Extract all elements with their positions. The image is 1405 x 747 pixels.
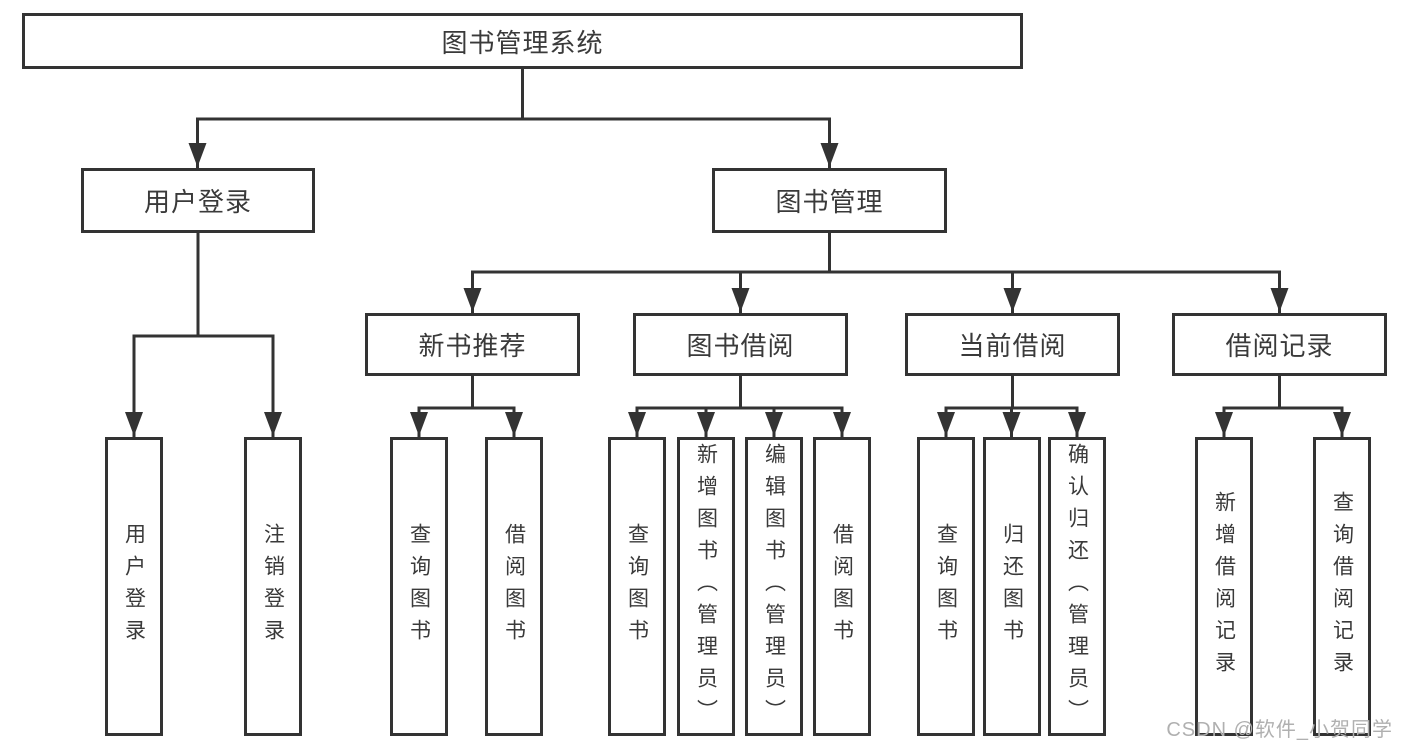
leaf-query-borrow-record: 查询借阅记录 xyxy=(1313,437,1371,736)
node-book-management-label: 图书管理 xyxy=(775,187,884,217)
arrowhead xyxy=(264,412,282,436)
leaf-add-book-admin-label: 新增图书（管理员） xyxy=(694,442,718,731)
leaf-add-borrow-record: 新增借阅记录 xyxy=(1195,437,1253,736)
arrowhead xyxy=(1215,412,1233,436)
arrowhead xyxy=(125,412,143,436)
leaf-borrow-books: 借阅图书 xyxy=(813,437,871,736)
leaf-add-borrow-record-label: 新增借阅记录 xyxy=(1212,490,1236,683)
connector-userlogin-to-leaves xyxy=(132,233,275,437)
node-root-label: 图书管理系统 xyxy=(441,27,604,58)
arrowhead xyxy=(697,412,715,436)
arrowhead xyxy=(188,143,207,167)
connector-root-to-level2 xyxy=(196,69,831,168)
connector-newbook-to-leaves xyxy=(417,376,516,437)
arrowhead xyxy=(765,412,783,436)
leaf-query-books-borrow-label: 查询图书 xyxy=(625,522,649,651)
csdn-watermark: CSDN @软件_小贺同学 xyxy=(1166,719,1393,741)
leaf-query-books-recommend: 查询图书 xyxy=(390,437,448,736)
node-new-book-recommend-label: 新书推荐 xyxy=(418,331,527,361)
node-borrow-records-label: 借阅记录 xyxy=(1225,331,1334,361)
connector-currentborrow-to-leaves xyxy=(944,376,1079,437)
arrowhead xyxy=(833,412,851,436)
connector-bookborrow-to-leaves xyxy=(635,376,844,437)
arrowhead xyxy=(628,412,646,436)
leaf-query-borrow-record-label: 查询借阅记录 xyxy=(1330,490,1354,683)
connector-borrowrecords-to-leaves xyxy=(1222,376,1344,437)
arrowhead xyxy=(1333,412,1351,436)
arrowhead xyxy=(731,288,750,312)
arrowhead xyxy=(463,288,482,312)
leaf-user-login-label: 用户登录 xyxy=(122,522,146,651)
leaf-query-books-borrow: 查询图书 xyxy=(608,437,666,736)
arrowhead xyxy=(410,412,428,436)
leaf-logout: 注销登录 xyxy=(244,437,302,736)
arrowhead xyxy=(505,412,523,436)
leaf-user-login: 用户登录 xyxy=(105,437,163,736)
leaf-return-book: 归还图书 xyxy=(983,437,1041,736)
arrowhead xyxy=(1003,288,1022,312)
arrowhead xyxy=(1270,288,1289,312)
node-user-login: 用户登录 xyxy=(81,168,315,233)
leaf-add-book-admin: 新增图书（管理员） xyxy=(677,437,735,736)
leaf-return-book-label: 归还图书 xyxy=(1000,522,1024,651)
leaf-borrow-books-recommend: 借阅图书 xyxy=(485,437,543,736)
leaf-confirm-return-admin-label: 确认归还（管理员） xyxy=(1065,442,1089,731)
node-current-borrow: 当前借阅 xyxy=(905,313,1120,376)
node-borrow-records: 借阅记录 xyxy=(1172,313,1387,376)
leaf-query-books-current-label: 查询图书 xyxy=(934,522,958,651)
leaf-borrow-books-label: 借阅图书 xyxy=(830,522,854,651)
node-book-management: 图书管理 xyxy=(712,168,947,233)
node-current-borrow-label: 当前借阅 xyxy=(958,331,1067,361)
leaf-query-books-current: 查询图书 xyxy=(917,437,975,736)
arrowhead xyxy=(937,412,955,436)
node-user-login-label: 用户登录 xyxy=(143,187,252,217)
leaf-query-books-recommend-label: 查询图书 xyxy=(407,522,431,651)
node-root-system: 图书管理系统 xyxy=(22,13,1023,69)
node-new-book-recommend: 新书推荐 xyxy=(365,313,580,376)
node-book-borrow-label: 图书借阅 xyxy=(686,331,795,361)
connector-bookmgmt-to-level3 xyxy=(471,233,1281,313)
arrowhead xyxy=(820,143,839,167)
leaf-edit-book-admin: 编辑图书（管理员） xyxy=(745,437,803,736)
leaf-confirm-return-admin: 确认归还（管理员） xyxy=(1048,437,1106,736)
arrowhead xyxy=(1002,412,1021,436)
arrowhead xyxy=(1068,412,1086,436)
leaf-borrow-books-recommend-label: 借阅图书 xyxy=(502,522,526,651)
node-book-borrow: 图书借阅 xyxy=(633,313,848,376)
leaf-edit-book-admin-label: 编辑图书（管理员） xyxy=(762,442,786,731)
leaf-logout-label: 注销登录 xyxy=(261,522,285,651)
